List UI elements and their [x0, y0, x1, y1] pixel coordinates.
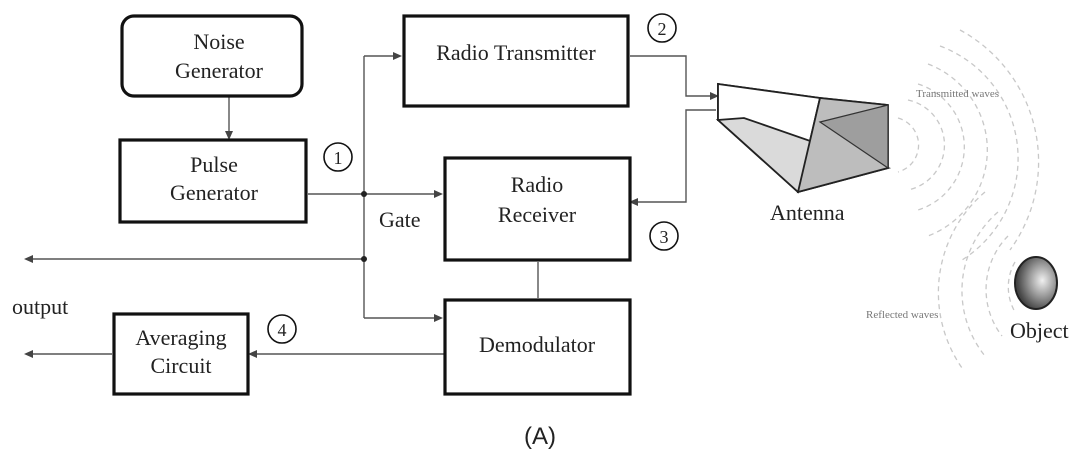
reflected-waves — [937, 191, 1016, 369]
radio-receiver-label-2: Receiver — [498, 202, 577, 227]
averaging-circuit-block: Averaging Circuit — [112, 312, 250, 396]
marker-3: 3 — [649, 221, 679, 251]
reflected-waves-label: Reflected waves — [866, 309, 938, 321]
averaging-circuit-label-2: Circuit — [150, 353, 211, 378]
marker-2-text: 2 — [658, 19, 667, 39]
pulse-generator-label-2: Generator — [170, 180, 259, 205]
noise-generator-label-1: Noise — [193, 29, 244, 54]
radio-receiver-label-1: Radio — [511, 172, 564, 197]
radio-transmitter-block: Radio Transmitter — [402, 14, 630, 108]
signal-lines — [30, 55, 716, 355]
pulse-generator-block: Pulse Generator — [118, 138, 308, 224]
transmitted-waves — [897, 29, 1040, 261]
junction-dots — [361, 191, 367, 262]
antenna-label: Antenna — [770, 200, 845, 225]
object-sphere-icon — [1014, 256, 1058, 310]
noise-generator-block: Noise Generator — [120, 14, 304, 98]
marker-3-text: 3 — [660, 227, 669, 247]
marker-4: 4 — [267, 314, 297, 344]
radio-receiver-block: Radio Receiver — [443, 156, 632, 262]
gate-label: Gate — [379, 207, 421, 232]
marker-1: 1 — [323, 142, 353, 172]
object-label: Object — [1010, 318, 1069, 343]
figure-caption: (A) — [524, 423, 556, 450]
radio-transmitter-label: Radio Transmitter — [436, 40, 596, 65]
averaging-circuit-label-1: Averaging — [135, 325, 226, 350]
marker-1-text: 1 — [334, 148, 343, 168]
pulse-generator-label-1: Pulse — [190, 152, 238, 177]
noise-generator-label-2: Generator — [175, 58, 264, 83]
antenna-horn-icon — [715, 82, 892, 194]
output-label: output — [12, 294, 68, 319]
marker-2: 2 — [647, 13, 677, 43]
demodulator-label: Demodulator — [479, 332, 596, 357]
arrowheads — [24, 52, 719, 358]
marker-4-text: 4 — [278, 320, 287, 340]
transmitted-waves-label: Transmitted waves — [916, 88, 999, 100]
demodulator-block: Demodulator — [443, 298, 632, 396]
